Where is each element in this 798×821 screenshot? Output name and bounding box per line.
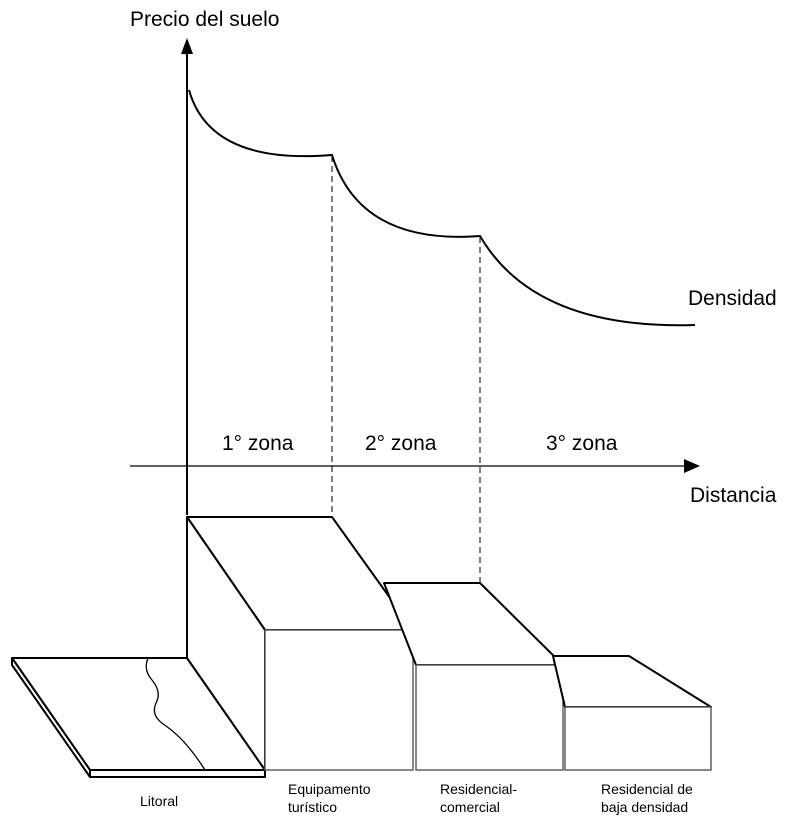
litoral-label: Litoral [140,793,178,809]
curve-label: Densidad [688,287,777,310]
shoreline-line [145,657,206,771]
x-axis-label: Distancia [690,484,777,507]
equipamento-label-line2: turístico [288,799,337,815]
y-axis-label: Precio del suelo [130,8,279,31]
zone-label-3: 3° zona [546,432,618,455]
y-axis-arrowhead [181,38,193,54]
equipamento-label-line1: Equipamento [288,781,371,797]
x-axis-arrowhead [684,459,700,473]
zone-label-2: 2° zona [365,432,437,455]
zone-label-1: 1° zona [222,432,294,455]
residencial-comercial-label-line1: Residencial- [440,781,517,797]
residencial-comercial-label-line2: comercial [440,799,500,815]
equipamento-turistico-block [186,516,414,771]
density-curve [188,89,696,327]
litoral-block [11,657,266,778]
residencial-baja-densidad-block [552,655,712,771]
residencial-baja-label-line2: baja densidad [601,799,688,815]
residencial-baja-label-line1: Residencial de [601,781,693,797]
